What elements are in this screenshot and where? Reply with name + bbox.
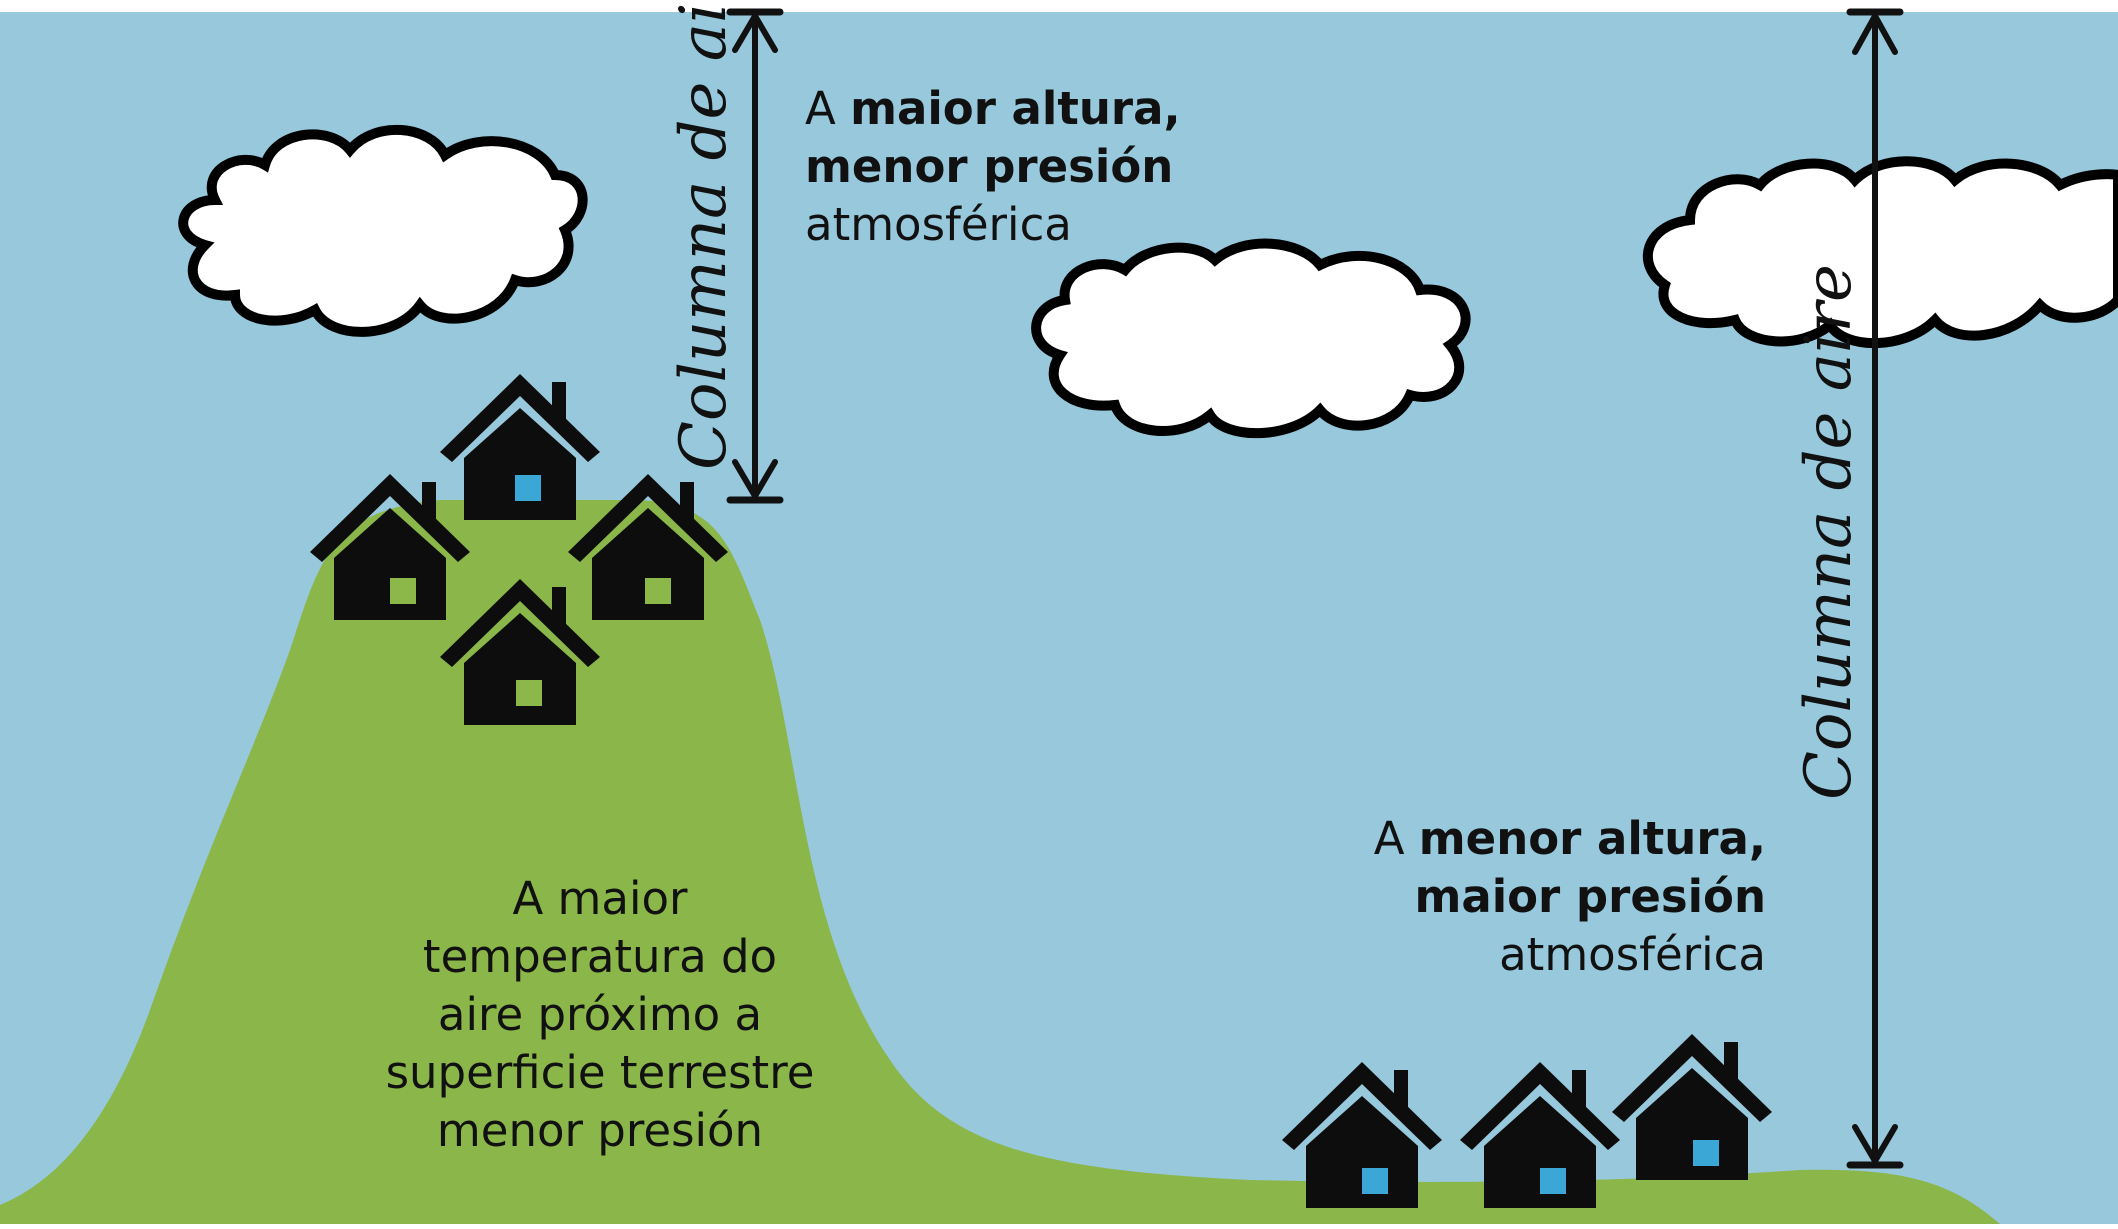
mountain-line: temperatura do: [422, 930, 778, 983]
column-label-right: Columna de aire: [1792, 264, 1866, 800]
mountain-label: A maior temperatura do aire próximo a su…: [330, 870, 870, 1160]
house-icon: [1460, 1062, 1620, 1208]
house-icon: [1612, 1034, 1772, 1180]
high-altitude-label: A maior altura, menor presión atmosféric…: [805, 80, 1181, 254]
low-bold-2: maior presión: [1414, 870, 1766, 923]
high-bold-1: maior altura,: [850, 82, 1181, 135]
low-prefix: A: [1373, 812, 1419, 865]
cloud-icon: [1031, 238, 1471, 439]
double-arrow-icon: [726, 8, 784, 504]
cloud-icon: [178, 125, 588, 337]
house-icon: [568, 474, 728, 620]
mountain-line: superficie terrestre: [385, 1046, 815, 1099]
low-bold-1: menor altura,: [1418, 812, 1766, 865]
double-arrow-icon: [1846, 8, 1904, 1169]
column-label-left: Columna de aire: [667, 0, 741, 470]
house-icon: [310, 474, 470, 620]
high-normal: atmosférica: [805, 198, 1072, 251]
low-altitude-label: A menor altura, maior presión atmosféric…: [1374, 810, 1766, 984]
high-bold-2: menor presión: [805, 140, 1174, 193]
mountain-line: A maior: [512, 872, 688, 925]
house-icon: [1282, 1062, 1442, 1208]
house-icon: [440, 579, 600, 725]
house-icon: [440, 374, 600, 520]
mountain-line: menor presión: [436, 1104, 764, 1157]
cloud-icon: [1642, 156, 2118, 349]
high-prefix: A: [805, 82, 851, 135]
mountain-line: aire próximo a: [437, 988, 763, 1041]
low-normal: atmosférica: [1499, 928, 1766, 981]
